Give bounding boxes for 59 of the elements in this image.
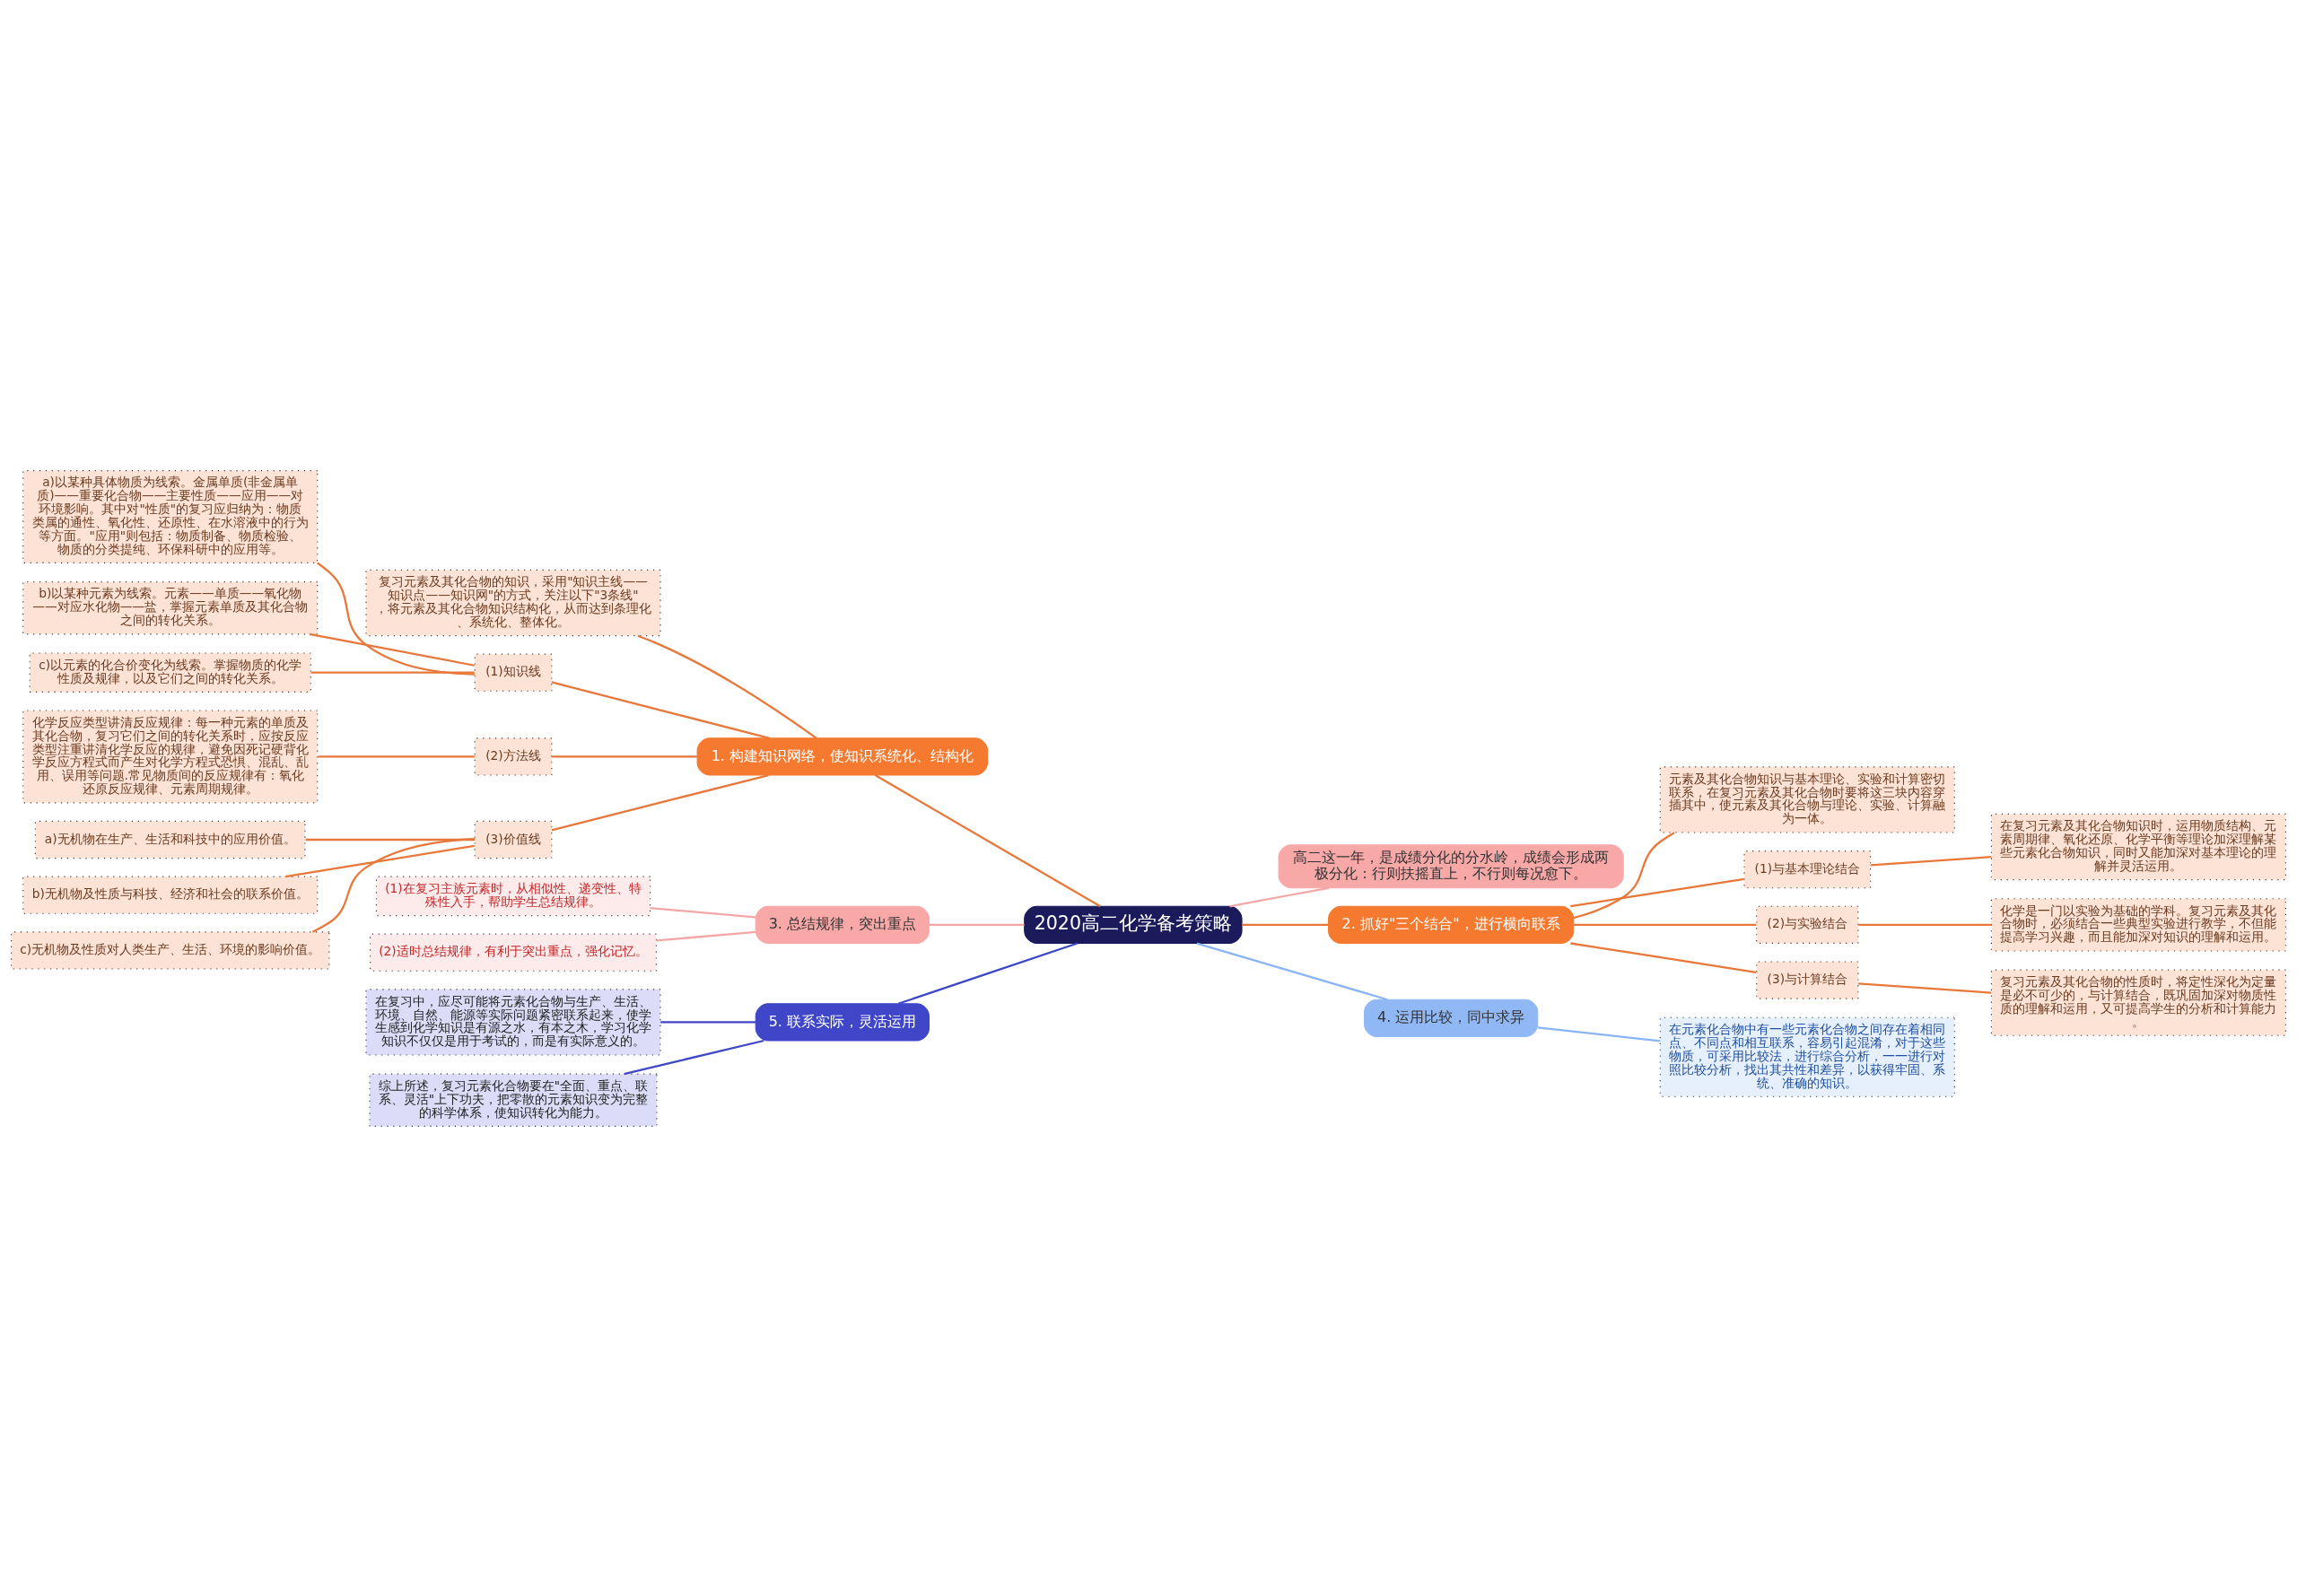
connector [309,632,475,667]
node-box: 在复习中，应尽可能将元素化合物与生产、生活、环境、自然、能源等实际问题紧密联系起来，使学生感到化学知识是有源之水，有本之木，学习化学知识不仅仅是用于考试的，而是有实际意义的。 [365,988,661,1056]
connector [650,906,756,919]
connector [874,773,1101,907]
connector [1858,981,1992,994]
connector [1574,923,1757,926]
node-box: 复习元素及其化合物的性质时，将定性深化为定量是必不可少的，与计算结合，既巩固加深对物质性质的理解和运用，又可提高学生的分析和计算能力。 [1990,969,2286,1036]
connector [1570,941,1757,973]
connector [1858,923,1992,926]
connector [929,923,1025,926]
connector [551,754,697,758]
connector [1242,923,1329,926]
connector [1229,886,1330,907]
node-box: 复习元素及其化合物的知识，采用"知识主线——知识点——知识网"的方式，关注以下"3条线"，将元素及其化合物知识结构化，从而达到条理化、系统化、整体化。 [365,569,661,636]
node-box: c)以元素的化合价变化为线索。掌握物质的化学性质及规律，以及它们之间的转化关系。 [29,651,311,693]
node-box: b)以某种元素为线索。元素——单质——氧化物——对应水化物——盐，掌握元素单质及其化合物之间的转化关系。 [22,580,319,634]
node-box: b)无机物及性质与科技、经济和社会的联系价值。 [22,876,319,914]
connector [637,634,817,739]
node-box: (2)适时总结规律，有利于突出重点，强化记忆。 [370,933,657,972]
node-box: (1)与基本理论结合 [1743,850,1872,888]
connector [1537,1025,1661,1042]
connector [305,838,475,841]
connector [551,680,770,739]
node-box: (2)与实验结合 [1756,905,1859,944]
connector [317,562,476,676]
connector [284,844,475,877]
connector [624,1039,764,1075]
node-box: 在复习元素及其化合物知识时，运用物质结构、元素周期律、氧化还原、化学平衡等理论加深理解某些元素化合物知识，同时又能加深对基本理论的理解并灵活运用。 [1990,813,2286,880]
node-box: a)以某种具体物质为线索。金属单质(非金属单质)——重要化合物——主要性质——应用——对环境影响。其中对"性质"的复习应归纳为：物质类属的通性、氧化性、还原性、在水溶液中的行为等方面。"应用"则包括：物质制备、物质检验、物质的分类提纯、环保科研中的应用等。 [22,469,319,563]
node-box: 化学是一门以实验为基础的学科。复习元素及其化合物时，必须结合一些典型实验进行教学，不但能提高学习兴趣，而且能加深对知识的理解和运用。 [1990,897,2286,952]
node-box: 在元素化合物中有一些元素化合物之间存在着相同点、不同点和相互联系，容易引起混淆，对于这些物质，可采用比较法，进行综合分析，一一进行对照比较分析，找出其共性和差异，以获得牢固、系统、准确的知识。 [1659,1016,1955,1097]
node-box: c)无机物及性质对人类生产、生活、环境的影响价值。 [11,930,330,970]
node-box: a)无机物在生产、生活和科技中的应用价值。 [34,820,306,859]
node-box: 1. 构建知识网络，使知识系统化、结构化 [696,737,989,776]
node-box: 2. 抓好"三个结合"，进行横向联系 [1328,905,1575,944]
connector [551,773,769,831]
node-box: 化学反应类型讲清反应规律：每一种元素的单质及其化合物，复习它们之间的转化关系时，应按反应类型注重讲清化学反应的规律，避免因死记硬背化学反应方程式而产生对化学方程式恐惧、混乱、乱用、误用等问题.常见物质间的反应规律有：氧化还原反应规律、元素周期规律。 [22,709,319,803]
node-box: (3)价值线 [474,820,553,859]
node-box: 4. 运用比较，同中求异 [1364,999,1539,1037]
connector [1196,941,1388,1000]
node-box: (1)在复习主族元素时，从相似性、递变性、特殊性入手，帮助学生总结规律。 [375,876,651,916]
connector [656,930,756,941]
node-box: 高二这一年，是成绩分化的分水岭，成绩会形成两极分化：行则扶摇直上，不行则每况愈下。 [1278,843,1624,888]
connector [1870,855,1992,867]
connector [310,671,475,674]
connector [1570,877,1745,907]
node-box: (3)与计算结合 [1756,960,1859,999]
node-box: 2020高二化学备考策略 [1024,905,1243,944]
node-box: 元素及其化合物知识与基本理论、实验和计算密切联系，在复习元素及其化合物时要将这三块内容穿插其中，使元素及其化合物与理论、实验、计算融为一体。 [1659,765,1955,833]
connector [311,837,476,933]
node-box: (2)方法线 [474,737,553,776]
connector [1573,831,1675,919]
connector [318,754,476,758]
connector [897,941,1079,1005]
node-box: 综上所述，复习元素化合物要在"全面、重点、联系、灵活"上下功夫，把零散的元素知识变为完整的科学体系，使知识转化为能力。 [369,1073,658,1127]
node-box: (1)知识线 [474,653,553,692]
node-box: 5. 联系实际，灵活运用 [755,1002,930,1042]
node-box: 3. 总结规律，突出重点 [755,905,930,944]
connector [660,1020,756,1024]
